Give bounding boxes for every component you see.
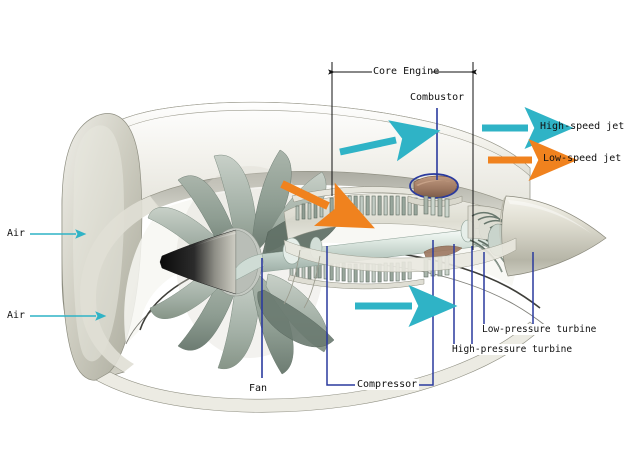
high-speed-jet-label: High-speed jet [540,121,625,132]
air-label-top: Air [7,228,26,239]
core-engine-label: Core Engine [373,66,440,77]
engine-core [235,173,607,290]
fan-label: Fan [249,383,268,394]
compressor-label: Compressor [355,379,420,390]
core-engine-bracket [328,62,477,250]
core-inlet-arrow [280,180,375,229]
bypass-flow-arrow-top [339,120,441,162]
air-label-bottom: Air [7,310,26,321]
high-pressure-turbine-label: High-pressure turbine [451,344,574,355]
struts [283,249,321,309]
low-speed-jet-label: Low-speed jet [543,153,622,164]
combustor-label: Combustor [410,92,465,103]
low-pressure-turbine-label: Low-pressure turbine [481,324,598,335]
exhaust-cone [499,195,607,277]
